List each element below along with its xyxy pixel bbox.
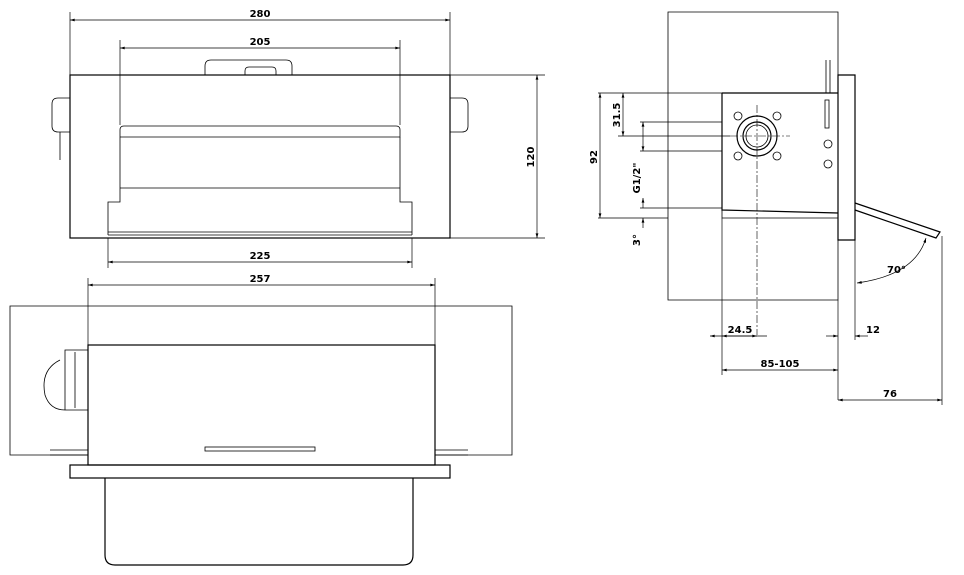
dim-120: 120 [526,147,537,168]
dim-257: 257 [250,274,271,285]
side-view: 92 31.5 G1/2" 3° 24.5 12 85-105 76 70° [589,11,943,405]
top-handle [204,59,293,75]
dim-225: 225 [250,251,271,262]
front-view: 280 205 225 120 [51,9,545,268]
wall-hatch [9,305,513,456]
mount-screws [733,111,782,161]
top-section-view: 257 [9,274,513,566]
spout [854,202,941,239]
dim-92: 92 [589,150,600,164]
dim-76: 76 [883,389,897,400]
dim-12: 12 [866,325,880,336]
thread-size: G1/2" [632,163,643,194]
slope-angle: 3° [632,234,643,246]
dim-85-105: 85-105 [761,359,800,370]
side-clips [51,97,469,160]
angle-70: 70° [887,265,906,276]
dim-205: 205 [250,37,271,48]
dim-24-5: 24.5 [728,325,753,336]
dim-31-5: 31.5 [612,103,623,128]
dim-280: 280 [250,9,271,20]
